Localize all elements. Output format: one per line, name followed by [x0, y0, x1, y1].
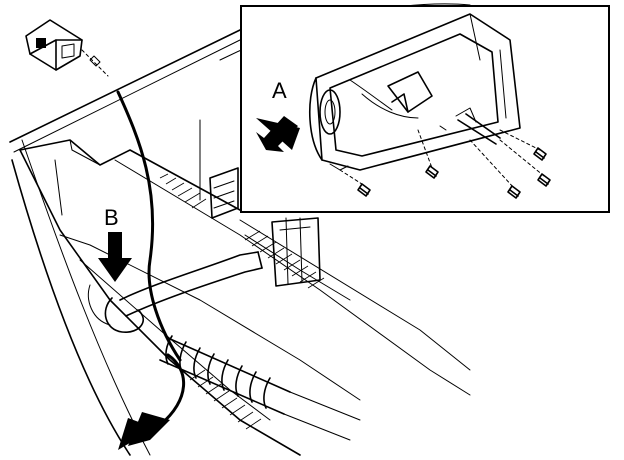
screw-icon [469, 139, 521, 199]
callout-a: A [272, 78, 287, 103]
screw-icon [417, 129, 439, 179]
support-post [271, 217, 321, 287]
cable [116, 90, 182, 362]
dashboard-panel [9, 3, 471, 456]
removal-arrow-icon [118, 353, 185, 450]
screw-icon [339, 169, 371, 197]
screw-icon [499, 129, 547, 161]
arrow-b-icon [98, 232, 132, 282]
screw-icon [499, 139, 551, 187]
inset-frame [240, 5, 610, 213]
hatched-trim [159, 173, 325, 430]
release-lever [87, 251, 263, 333]
callout-b: B [104, 205, 119, 230]
bracket-detail [308, 13, 521, 171]
bellows-boot [159, 335, 361, 441]
clip-part [25, 19, 109, 77]
vent-slot [209, 167, 239, 219]
arrow-a-icon [256, 116, 300, 152]
